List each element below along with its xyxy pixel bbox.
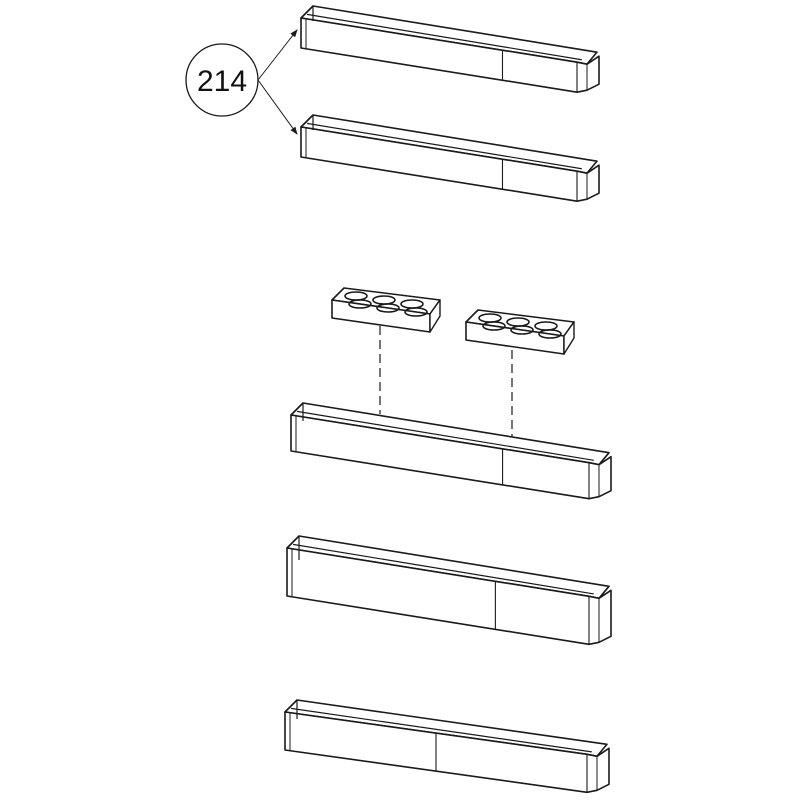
outline [290,414,612,500]
egg-tray-1[interactable] [331,287,441,333]
door-shelf-2[interactable] [300,114,600,202]
outline [286,535,300,560]
part-callout-214[interactable]: 214 [185,29,298,135]
outline [290,707,592,753]
egg-cup [404,307,428,317]
egg-cup [482,321,506,331]
outline [300,17,600,93]
door-shelf-1[interactable] [300,5,600,93]
outline [290,402,304,421]
outline [300,5,314,21]
outline [429,299,441,333]
callout-arrow [257,79,298,135]
egg-cup [376,303,400,313]
egg-cup [538,329,562,339]
outline [292,543,594,595]
callout-label: 214 [197,65,247,98]
outline [286,547,612,646]
door-shelf-3[interactable] [290,402,612,500]
outline [563,321,575,355]
outline [296,410,594,461]
door-shelf-5[interactable] [284,699,610,794]
outline [306,122,582,170]
egg-cup [510,325,534,335]
callout-arrow [257,29,298,81]
egg-tray-2[interactable] [465,309,575,355]
egg-cup [348,299,372,309]
outline [300,126,600,202]
outline [284,699,298,719]
outline [300,114,314,130]
outline [284,711,610,794]
outline [306,13,582,61]
door-shelf-4[interactable] [286,535,612,646]
